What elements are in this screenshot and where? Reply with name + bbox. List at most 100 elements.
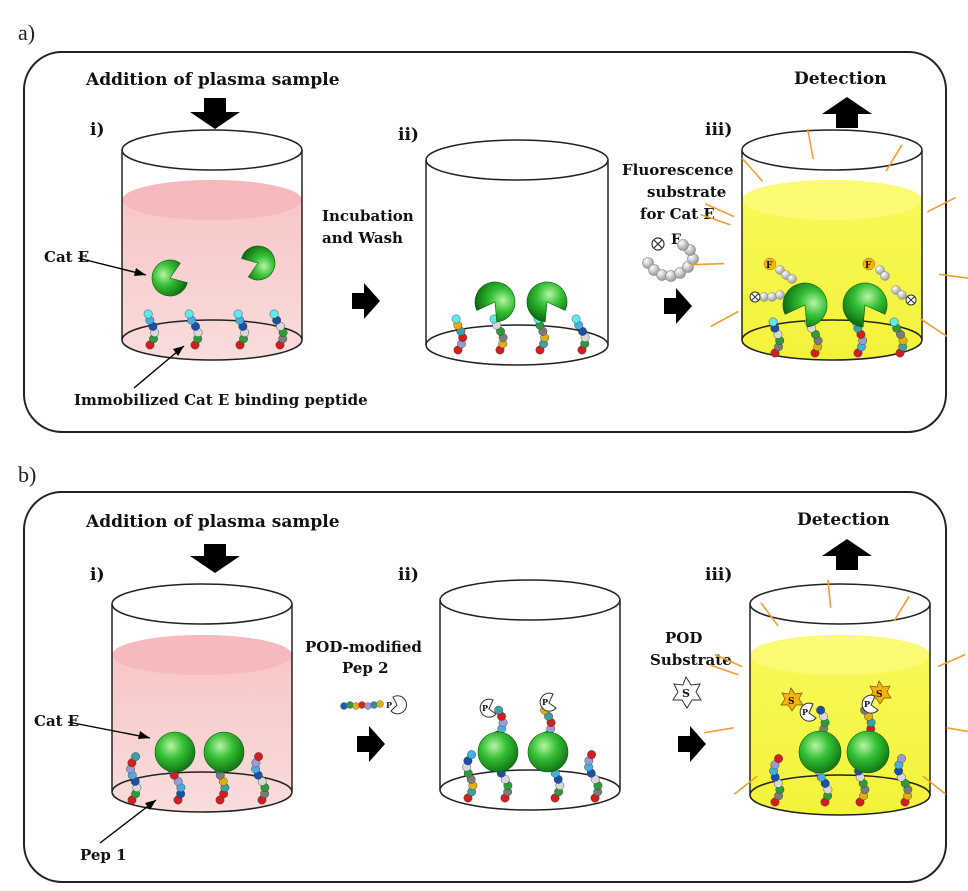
- emission-ray: [714, 653, 743, 668]
- peptide-chain: [768, 317, 785, 358]
- beaker-a1: [121, 129, 303, 361]
- panel-a-substrate-line2: substrate: [647, 183, 726, 201]
- peptide-chain: [489, 314, 508, 355]
- panel-a-addition-label: Addition of plasma sample: [85, 70, 340, 90]
- panel-a-cat-e-label: Cat E: [44, 248, 89, 266]
- product-star-2-icon: S: [868, 680, 892, 705]
- cat-e-enzyme: [474, 281, 516, 323]
- peptide-chain: [889, 317, 908, 358]
- panel-b-pod-sub-line1: POD: [665, 629, 702, 647]
- product-star-1-icon: S: [780, 687, 804, 712]
- panel-a-peptide-pointer: [133, 345, 185, 389]
- cat-e-enzyme: [203, 731, 245, 773]
- emission-ray: [937, 653, 966, 668]
- emission-ray: [938, 273, 968, 279]
- emission-ray: [703, 727, 734, 734]
- pod-tags: P P P P: [479, 692, 879, 722]
- panel-a-step-arrow-2-icon: [664, 288, 692, 324]
- emission-ray: [700, 213, 731, 226]
- beaker-a2: [425, 139, 609, 366]
- panel-b-letter: b): [18, 462, 36, 487]
- emission-ray: [733, 775, 758, 795]
- peptide-chain: [233, 309, 250, 350]
- cat-e-enzyme: [782, 282, 828, 328]
- quencher-1-icon: [749, 291, 761, 303]
- panel-b-step-arrow-2-icon: [678, 726, 706, 762]
- emission-ray: [926, 196, 956, 213]
- peptide-chain: [184, 309, 203, 350]
- panel-a-down-arrow-icon: [190, 98, 240, 129]
- emission-ray: [885, 144, 903, 172]
- emission-rays: [692, 128, 968, 795]
- panel-a-substrate-line1: Fluorescence: [622, 161, 733, 179]
- panel-b-pod-line2: Pep 2: [342, 659, 389, 677]
- emission-ray: [692, 262, 725, 266]
- panel-a-up-arrow-icon: [822, 97, 872, 128]
- peptide-chain: [584, 750, 603, 803]
- cat-e-enzyme: [154, 731, 196, 773]
- emission-ray: [946, 727, 968, 733]
- peptide-chain: [251, 752, 270, 805]
- panel-b-up-arrow-icon: [822, 539, 872, 570]
- svg-text:P: P: [802, 707, 808, 717]
- panel-b-step-arrow-1-icon: [357, 726, 385, 762]
- fluorescence-substrate-icon: F: [642, 232, 699, 282]
- emission-ray: [922, 775, 947, 795]
- panel-a-step-arrow-1-icon: [352, 283, 380, 319]
- peptide-chain: [769, 754, 785, 807]
- cat-e-enzyme: [477, 731, 519, 773]
- peptide-chain: [894, 754, 913, 807]
- panel-b-pep1-pointer: [99, 799, 157, 844]
- panel-b-cat-e-pointer: [67, 721, 151, 739]
- pod-tag-icon: P: [861, 694, 879, 714]
- panel-a-detection-label: Detection: [794, 69, 887, 89]
- svg-text:F: F: [766, 261, 773, 271]
- cat-e-enzyme: [798, 730, 842, 774]
- panel-a-incubation-line2: and Wash: [322, 229, 403, 247]
- beaker-a3: [741, 129, 923, 361]
- cat-e-enzymes: [151, 245, 890, 774]
- beaker-b3: [749, 583, 931, 816]
- panel-a-step-iii: iii): [705, 120, 732, 140]
- panel-b-detection-label: Detection: [797, 510, 890, 530]
- cat-e-enzyme: [241, 245, 276, 281]
- cat-e-enzyme: [842, 282, 888, 328]
- panel-b-pod-line1: POD-modified: [305, 638, 422, 656]
- panel-b-step-i: i): [90, 565, 105, 585]
- fluor-f-badge-2-icon: F: [862, 257, 876, 271]
- beaker-b2: [439, 579, 621, 811]
- fluor-f-badge-1-icon: F: [763, 257, 777, 271]
- svg-text:P: P: [542, 697, 548, 707]
- peptide-chain: [126, 752, 142, 805]
- panel-a-substrate-line3: for Cat E: [640, 205, 715, 223]
- emission-ray: [827, 579, 832, 608]
- panel-a-immobilized-label: Immobilized Cat E binding peptide: [74, 391, 368, 409]
- svg-text:F: F: [671, 232, 681, 248]
- panel-b-cat-e-label: Cat E: [34, 712, 79, 730]
- cat-e-enzyme: [527, 731, 569, 773]
- svg-text:P: P: [864, 699, 870, 709]
- panel-a-incubation-line1: Incubation: [322, 207, 414, 225]
- peptide-chain: [462, 750, 478, 803]
- quencher-2-icon: [905, 294, 917, 306]
- cat-e-enzyme: [846, 730, 890, 774]
- panel-b-down-arrow-icon: [190, 544, 240, 573]
- emission-ray: [741, 157, 764, 182]
- svg-text:P: P: [482, 703, 488, 713]
- cat-e-enzyme: [526, 281, 568, 323]
- cleaved-substrate-fragments: [759, 265, 907, 302]
- panel-a-letter: a): [18, 20, 35, 45]
- emission-ray: [710, 310, 739, 328]
- panel-b-step-iii: iii): [705, 565, 732, 585]
- panel-a-step-ii: ii): [398, 125, 419, 145]
- pod-modified-pep2-icon: P: [340, 695, 408, 715]
- peptide-chain: [451, 314, 468, 355]
- beaker-b1: [111, 583, 293, 813]
- emission-ray: [920, 318, 948, 337]
- panel-b-pep1-label: Pep 1: [80, 846, 127, 864]
- emission-ray: [760, 602, 779, 627]
- panel-b-addition-label: Addition of plasma sample: [85, 512, 340, 532]
- svg-text:S: S: [876, 690, 883, 700]
- pod-tag-icon: P: [799, 702, 817, 722]
- svg-text:F: F: [865, 261, 872, 271]
